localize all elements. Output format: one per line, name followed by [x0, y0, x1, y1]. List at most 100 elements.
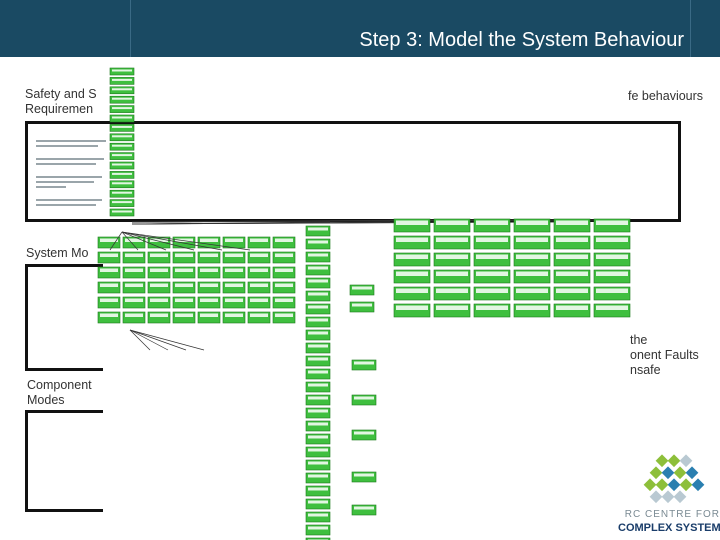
tree-node [172, 296, 196, 309]
tree-node [172, 311, 196, 324]
tree-node [272, 311, 296, 324]
tree-node [513, 218, 551, 233]
tree-node [147, 296, 171, 309]
tree-node [305, 225, 331, 237]
tree-node [109, 142, 135, 151]
tree-node [197, 266, 221, 279]
tree-node [305, 459, 331, 471]
tree-edge [129, 329, 169, 351]
tree-node [122, 236, 146, 249]
tree-node [222, 281, 246, 294]
tree-node [553, 252, 591, 267]
tree-edge [121, 231, 139, 251]
tree-node [197, 251, 221, 264]
component-modes-frame [25, 410, 103, 512]
tree-node [122, 311, 146, 324]
tree-node [473, 286, 511, 301]
system-model-frame [25, 264, 103, 371]
tree-node [593, 269, 631, 284]
tree-edge [129, 329, 151, 351]
tree-node [122, 296, 146, 309]
tree-node [97, 266, 121, 279]
text-line [36, 158, 104, 160]
text-line [36, 186, 66, 188]
tree-node [97, 236, 121, 249]
tree-node [473, 303, 511, 318]
text-line [36, 204, 96, 206]
safety-req-line-2: Requiremen [25, 102, 94, 116]
tree-node [305, 446, 331, 458]
tree-node [433, 269, 471, 284]
tree-node [247, 296, 271, 309]
tree-node [393, 218, 431, 233]
tree-node [247, 251, 271, 264]
tree-node [553, 269, 591, 284]
tree-node [109, 77, 135, 85]
text-line [36, 176, 102, 178]
tree-node [593, 218, 631, 233]
tree-node [513, 286, 551, 301]
tree-node [305, 498, 331, 510]
tree-node [222, 266, 246, 279]
tree-node [351, 471, 377, 483]
faults-line-2: onent Faults [630, 348, 699, 362]
tree-node [513, 269, 551, 284]
tree-node [172, 251, 196, 264]
tree-node [553, 235, 591, 250]
tree-node [305, 355, 331, 367]
tree-node [305, 420, 331, 432]
tree-node [109, 189, 135, 198]
tree-node [197, 296, 221, 309]
tree-node [247, 281, 271, 294]
component-modes-line-2: Modes [27, 393, 65, 407]
tree-edge [121, 231, 223, 251]
tree-node [305, 472, 331, 484]
component-modes-label: Component Modes [27, 378, 92, 408]
tree-node [172, 236, 196, 249]
tree-node [393, 235, 431, 250]
tree-node [109, 67, 135, 76]
tree-node [247, 266, 271, 279]
header-cell [0, 0, 131, 57]
tree-node [147, 266, 171, 279]
tree-node [109, 133, 135, 142]
tree-node [109, 124, 135, 132]
tree-node [172, 266, 196, 279]
slide-title: Step 3: Model the System Behaviour [359, 29, 684, 51]
tree-node [97, 251, 121, 264]
tree-node [305, 277, 331, 289]
tree-node [97, 296, 121, 309]
tree-node [147, 281, 171, 294]
tree-node [473, 269, 511, 284]
tree-node [109, 171, 135, 179]
tree-node [305, 238, 331, 250]
tree-node [393, 269, 431, 284]
tree-node [513, 252, 551, 267]
tree-node [247, 236, 271, 249]
tree-node [305, 485, 331, 497]
faults-line-1: the [630, 333, 648, 347]
tree-node [473, 218, 511, 233]
tree-node [433, 235, 471, 250]
text-line [36, 181, 94, 183]
component-modes-line-1: Component [27, 378, 92, 392]
tree-node [97, 311, 121, 324]
tree-node [513, 303, 551, 318]
tree-node [393, 303, 431, 318]
tree-node [349, 301, 375, 313]
text-line [36, 163, 96, 165]
tree-node [247, 311, 271, 324]
tree-node [351, 504, 377, 516]
tree-node [109, 114, 135, 123]
tree-node [553, 303, 591, 318]
text-line [36, 199, 102, 201]
text-line [36, 145, 98, 147]
slide-header: Step 3: Model the System Behaviour [0, 0, 720, 57]
tree-node [305, 511, 331, 523]
tree-node [393, 286, 431, 301]
tree-node [109, 199, 135, 207]
tree-node [109, 208, 135, 217]
system-model-label: System Mo [26, 246, 89, 260]
tree-node [109, 152, 135, 160]
tree-node [272, 266, 296, 279]
